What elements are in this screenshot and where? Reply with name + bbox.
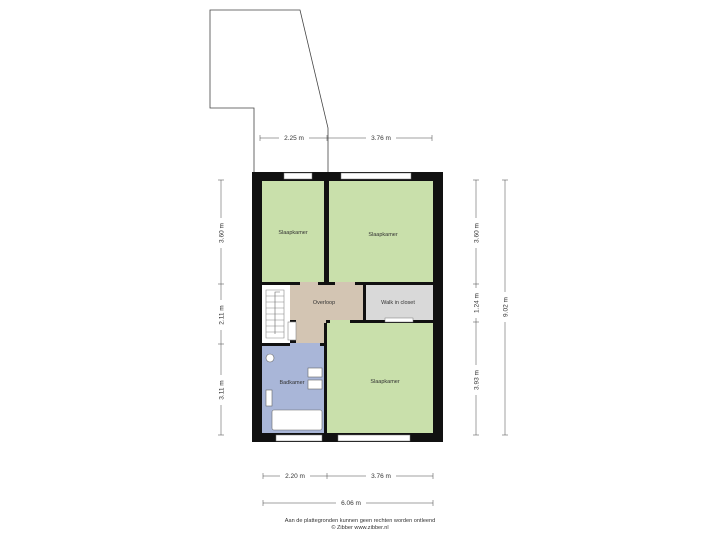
closet-door: [384, 317, 414, 323]
interior-wall: [363, 285, 366, 320]
dimension-right-upper: 3.60 m: [474, 223, 481, 243]
bedroom-2-floor: [329, 181, 433, 282]
washbasin: [307, 379, 323, 390]
toilet: [265, 353, 275, 363]
door-opening: [300, 282, 318, 285]
room-label-bathroom: Badkamer: [279, 380, 304, 386]
washbasin: [307, 367, 323, 378]
bedroom-1-floor: [262, 181, 324, 282]
dimension-top-right: 3.76 m: [371, 135, 391, 142]
interior-wall: [324, 323, 327, 433]
room-label-landing: Overloop: [313, 300, 335, 306]
dimension-bottom-right: 3.76 m: [371, 473, 391, 480]
dimension-right-middle: 1.24 m: [474, 293, 481, 313]
window: [275, 434, 323, 442]
room-label-bedroom-1: Slaapkamer: [278, 230, 308, 236]
dimension-right-lower: 3.93 m: [474, 370, 481, 390]
dimension-left-upper: 3.60 m: [219, 223, 226, 243]
interior-wall: [326, 320, 433, 323]
window: [340, 172, 412, 180]
bathtub: [271, 409, 323, 431]
walk-in-closet-floor: [366, 285, 433, 320]
footer-copyright: © Zibber www.zibber.nl: [331, 525, 389, 531]
window: [283, 172, 313, 180]
footer-disclaimer: Aan de plattegronden kunnen geen rechten…: [284, 518, 436, 524]
dimension-bottom-left: 2.20 m: [285, 473, 305, 480]
door-opening: [290, 343, 320, 346]
bedroom-3-floor: [327, 323, 433, 433]
shower-screen: [265, 389, 273, 407]
door-opening: [330, 320, 350, 323]
bathroom-fixtures: [265, 353, 323, 431]
dimension-top-left: 2.25 m: [284, 135, 304, 142]
roof-terrace-outline: [209, 9, 329, 172]
dimension-left-middle: 2.11 m: [219, 305, 226, 324]
staircase: [265, 289, 297, 341]
door-opening: [335, 282, 355, 285]
dimension-left-lower: 3.11 m: [219, 380, 226, 399]
interior-wall: [324, 181, 329, 282]
room-label-bedroom-2: Slaapkamer: [368, 232, 398, 238]
dimension-bottom-total: 6.06 m: [341, 500, 361, 507]
room-label-bedroom-3: Slaapkamer: [370, 379, 400, 385]
dimension-right-total: 9.02 m: [503, 297, 510, 317]
room-label-walk-in-closet: Walk in closet: [381, 300, 415, 306]
window: [337, 434, 411, 442]
landing-floor: [290, 285, 363, 343]
